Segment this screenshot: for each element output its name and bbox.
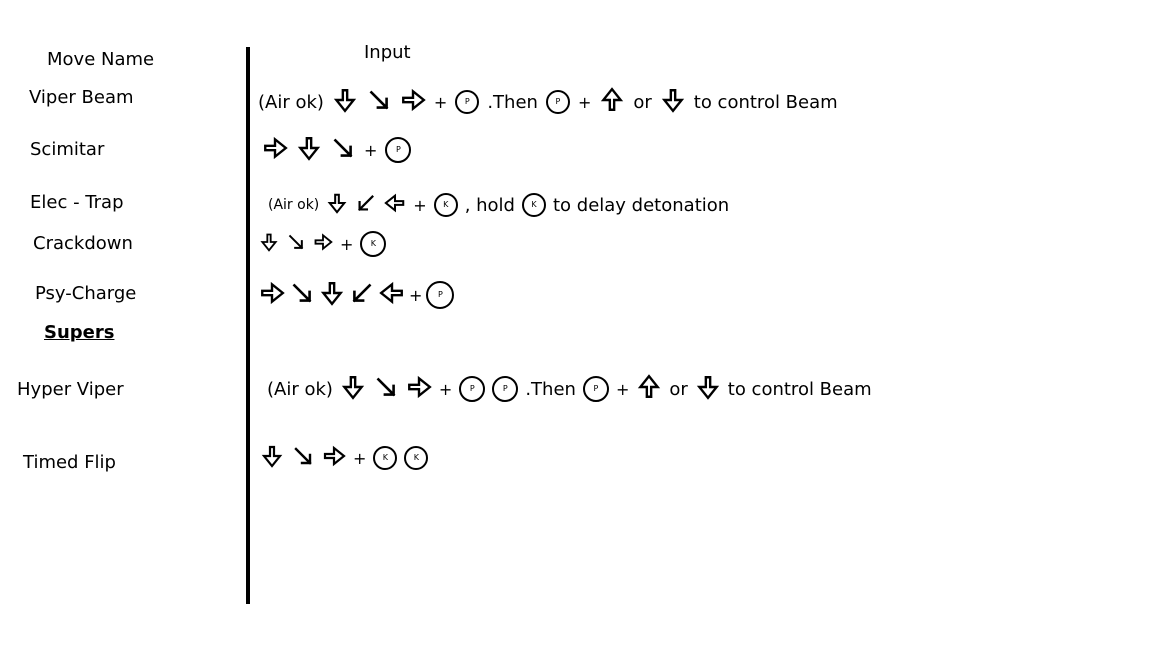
punch-button-icon: P: [545, 90, 570, 114]
move-name-timed-flip: Timed Flip: [23, 452, 116, 473]
move-name-scimitar: Scimitar: [30, 139, 105, 160]
arrow-down-left-icon: [355, 192, 377, 218]
kick-button-icon: K: [373, 446, 398, 470]
arrow-down-icon: [340, 374, 366, 404]
kick-button-icon: K: [521, 193, 546, 217]
arrow-down-right-icon: [286, 232, 306, 256]
arrow-down-icon: [326, 192, 348, 218]
input-row-scimitar: +P: [262, 126, 412, 174]
arrow-down-icon: [296, 135, 322, 165]
input-text: to control Beam: [727, 378, 872, 400]
punch-button-icon: P: [492, 376, 519, 402]
kick-button-icon: K: [404, 446, 429, 470]
input-text: to delay detonation: [552, 194, 730, 216]
arrow-down-right-icon: [291, 444, 315, 472]
plus-sign: +: [353, 448, 367, 468]
arrow-right-icon: [322, 444, 346, 472]
plus-sign: +: [615, 379, 630, 399]
move-name-crackdown: Crackdown: [33, 233, 133, 254]
plus-sign: +: [413, 195, 427, 215]
plus-sign: +: [433, 92, 448, 112]
arrow-down-icon: [259, 232, 279, 256]
arrow-right-icon: [400, 87, 426, 117]
arrow-down-right-icon: [366, 87, 392, 117]
plus-sign: +: [438, 379, 453, 399]
arrow-right-icon: [406, 374, 432, 404]
arrow-down-right-icon: [289, 280, 315, 310]
input-text: .Then: [525, 378, 576, 400]
plus-sign: +: [340, 234, 354, 254]
arrow-down-right-icon: [373, 374, 399, 404]
punch-button-icon: P: [426, 281, 455, 309]
plus-sign: +: [364, 140, 378, 160]
arrow-down-icon: [319, 280, 345, 310]
arrow-down-icon: [260, 444, 284, 472]
move-name-hyper-viper: Hyper Viper: [17, 379, 124, 400]
punch-button-icon: P: [582, 376, 609, 402]
arrow-down-icon: [332, 87, 358, 117]
input-row-crackdown: +K: [259, 220, 387, 268]
input-text: (Air ok): [267, 378, 333, 400]
punch-button-icon: P: [385, 137, 412, 163]
move-name-header: Move Name: [47, 49, 155, 70]
input-text: (Air ok): [268, 197, 320, 213]
kick-button-icon: K: [360, 231, 387, 257]
arrow-down-left-icon: [349, 280, 375, 310]
input-text: or: [633, 91, 652, 113]
plus-sign: +: [409, 285, 423, 305]
arrow-left-icon: [384, 192, 406, 218]
arrow-down-right-icon: [330, 135, 356, 165]
arrow-right-icon: [313, 232, 333, 256]
move-name-viper-beam: Viper Beam: [29, 87, 134, 108]
plus-sign: +: [577, 92, 592, 112]
arrow-right-icon: [262, 135, 288, 165]
arrow-right-icon: [259, 280, 285, 310]
input-text: to control Beam: [693, 91, 838, 113]
punch-button-icon: P: [459, 376, 486, 402]
arrow-down-icon: [695, 374, 721, 404]
input-row-psy-charge: +P: [259, 271, 455, 319]
kick-button-icon: K: [433, 193, 458, 217]
column-divider: [246, 47, 250, 604]
input-header: Input: [364, 42, 411, 63]
punch-button-icon: P: [455, 90, 480, 114]
input-text: , hold: [464, 194, 515, 216]
arrow-down-icon: [660, 87, 686, 117]
input-row-viper-beam: (Air ok) + P .Then P + or to control Beam: [258, 78, 838, 126]
supers-heading: Supers: [44, 322, 115, 343]
move-name-psy-charge: Psy-Charge: [35, 283, 137, 304]
input-text: or: [669, 378, 688, 400]
input-text: (Air ok): [258, 91, 324, 113]
input-text: .Then: [487, 91, 538, 113]
arrow-up-icon: [636, 374, 662, 404]
move-name-elec-trap: Elec - Trap: [30, 192, 124, 213]
arrow-left-icon: [379, 280, 405, 310]
arrow-up-icon: [599, 87, 625, 117]
